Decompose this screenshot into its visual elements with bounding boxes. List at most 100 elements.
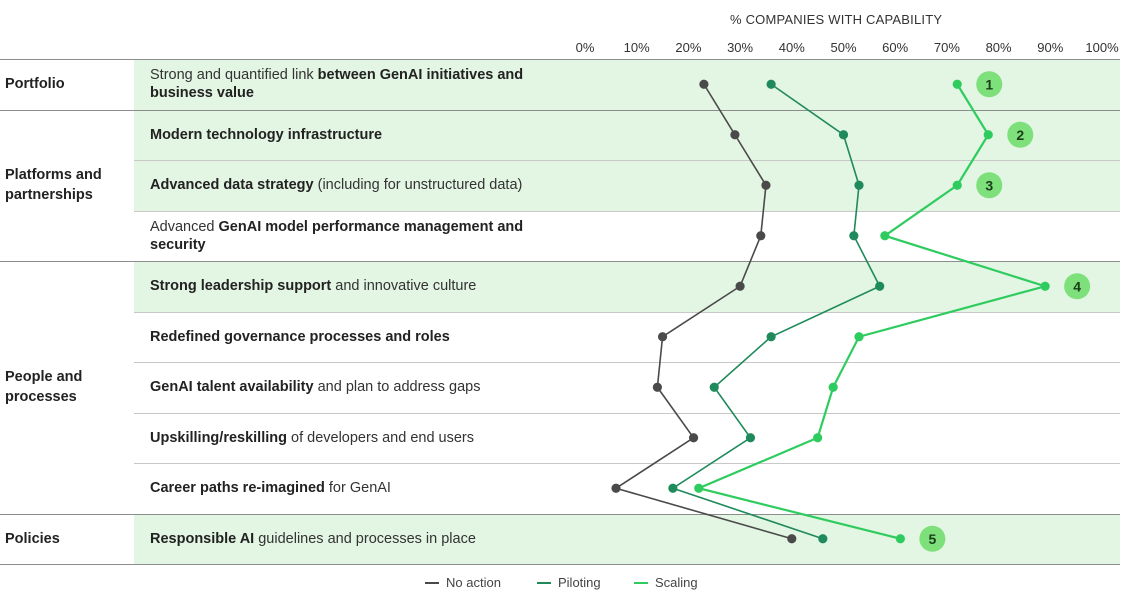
callout-badge: 5 xyxy=(919,525,946,552)
data-point-no-action xyxy=(611,483,621,493)
legend-item: Scaling xyxy=(634,575,698,590)
row-label-bold: Redefined governance processes and roles xyxy=(150,328,450,345)
data-point-no-action xyxy=(756,231,766,241)
row-label: Responsible AI guidelines and processes … xyxy=(150,530,570,548)
callout-badge: 3 xyxy=(976,172,1003,199)
data-point-piloting xyxy=(875,281,885,291)
data-point-scaling xyxy=(1040,281,1050,291)
row-highlight xyxy=(134,110,1120,160)
legend-item: No action xyxy=(425,575,501,590)
row-label-bold: Modern technology infrastructure xyxy=(150,126,383,143)
callout-badge-label: 5 xyxy=(928,531,936,547)
row-label-bold: Upskilling/reskilling xyxy=(150,429,287,446)
group-divider xyxy=(0,564,1120,565)
row-label: Strong leadership support and innovative… xyxy=(150,277,570,295)
x-tick-label: 100% xyxy=(1085,40,1119,55)
row-label-text: and plan to address gaps xyxy=(313,379,481,396)
x-tick-label: 90% xyxy=(1037,40,1064,55)
row-label: Upskilling/reskilling of developers and … xyxy=(150,429,570,447)
data-point-piloting xyxy=(745,433,756,443)
row-divider xyxy=(134,210,1120,212)
row-label-text: for GenAI xyxy=(324,480,391,497)
row-label-bold: Strong leadership support xyxy=(150,278,332,295)
legend-swatch xyxy=(537,581,551,584)
callout-badge: 1 xyxy=(976,71,1003,98)
data-point-no-action xyxy=(787,534,797,544)
data-point-piloting xyxy=(766,332,776,342)
callout-badge: 4 xyxy=(1064,273,1091,300)
data-point-no-action xyxy=(688,433,699,443)
legend-label: Piloting xyxy=(558,575,601,590)
legend-item: Piloting xyxy=(537,575,601,590)
data-point-piloting xyxy=(854,180,864,190)
row-label-bold: GenAI model performance management and s… xyxy=(150,218,524,253)
data-point-scaling xyxy=(828,382,838,392)
row-divider xyxy=(134,362,1120,363)
series-line-no-action xyxy=(614,83,793,540)
data-point-piloting xyxy=(818,534,828,544)
callout-badge-label: 4 xyxy=(1073,278,1081,294)
data-point-no-action xyxy=(657,332,668,342)
data-point-scaling xyxy=(895,534,905,544)
group-label: Policies xyxy=(5,530,60,547)
row-label-text: Strong and quantified link xyxy=(150,67,318,84)
data-point-scaling xyxy=(694,483,704,493)
data-point-piloting xyxy=(849,231,859,241)
row-label: Advanced data strategy (including for un… xyxy=(150,176,570,194)
x-tick-label: 20% xyxy=(675,40,702,55)
data-point-scaling xyxy=(813,433,823,443)
x-tick-label: 80% xyxy=(985,40,1012,55)
x-tick-label: 40% xyxy=(778,40,805,55)
legend-swatch xyxy=(634,581,648,584)
x-tick-label: 0% xyxy=(575,40,595,55)
legend-label: No action xyxy=(446,575,501,590)
group-label: People and processes xyxy=(5,369,83,406)
row-divider xyxy=(134,463,1120,464)
data-point-piloting xyxy=(709,382,719,392)
data-point-no-action xyxy=(652,382,662,392)
row-label: Modern technology infrastructure xyxy=(150,126,570,144)
data-point-scaling xyxy=(854,332,864,342)
data-point-no-action xyxy=(699,79,709,89)
legend: No action Piloting Scaling xyxy=(0,575,1128,591)
row-label: Redefined governance processes and roles xyxy=(150,328,570,346)
x-tick-label: 60% xyxy=(882,40,909,55)
row-divider xyxy=(134,311,1120,313)
group-divider xyxy=(0,261,1120,262)
row-highlight xyxy=(134,262,1120,312)
legend-label: Scaling xyxy=(655,575,698,590)
callout-badge-circle xyxy=(976,172,1003,199)
row-label: Strong and quantified link between GenAI… xyxy=(150,66,570,102)
x-tick-label: 50% xyxy=(830,40,857,55)
callout-badge-label: 1 xyxy=(985,76,993,92)
data-point-no-action xyxy=(735,281,745,291)
data-point-piloting xyxy=(668,483,678,493)
row-label-bold: GenAI talent availability xyxy=(150,379,314,396)
group-divider xyxy=(0,109,1120,111)
row-label-text: and innovative culture xyxy=(331,278,477,295)
row-label: GenAI talent availability and plan to ad… xyxy=(150,378,570,396)
row-label-text: guidelines and processes in place xyxy=(254,530,476,547)
row-label: Career paths re-imagined for GenAI xyxy=(150,479,570,497)
data-point-no-action xyxy=(761,180,771,190)
callout-badge: 2 xyxy=(1007,121,1034,148)
row-divider xyxy=(134,160,1120,161)
row-divider xyxy=(134,412,1120,414)
row-label-bold: between GenAI initiatives and business v… xyxy=(150,67,524,102)
data-point-piloting xyxy=(766,79,776,89)
callout-badge-circle xyxy=(1007,121,1034,148)
x-tick-label: 10% xyxy=(623,40,650,55)
data-point-scaling xyxy=(952,180,962,190)
group-divider xyxy=(0,59,1120,60)
series-line-scaling xyxy=(695,83,1050,540)
row-label-bold: Career paths re-imagined xyxy=(150,480,325,497)
callout-badge-label: 2 xyxy=(1016,127,1024,143)
row-label-text: Advanced xyxy=(150,218,219,235)
data-point-scaling xyxy=(952,79,962,89)
data-point-no-action xyxy=(730,130,740,140)
row-highlight xyxy=(134,514,1120,564)
data-point-scaling xyxy=(880,231,890,241)
chart-title: % COMPANIES WITH CAPABILITY xyxy=(730,12,943,27)
group-divider xyxy=(0,513,1120,515)
